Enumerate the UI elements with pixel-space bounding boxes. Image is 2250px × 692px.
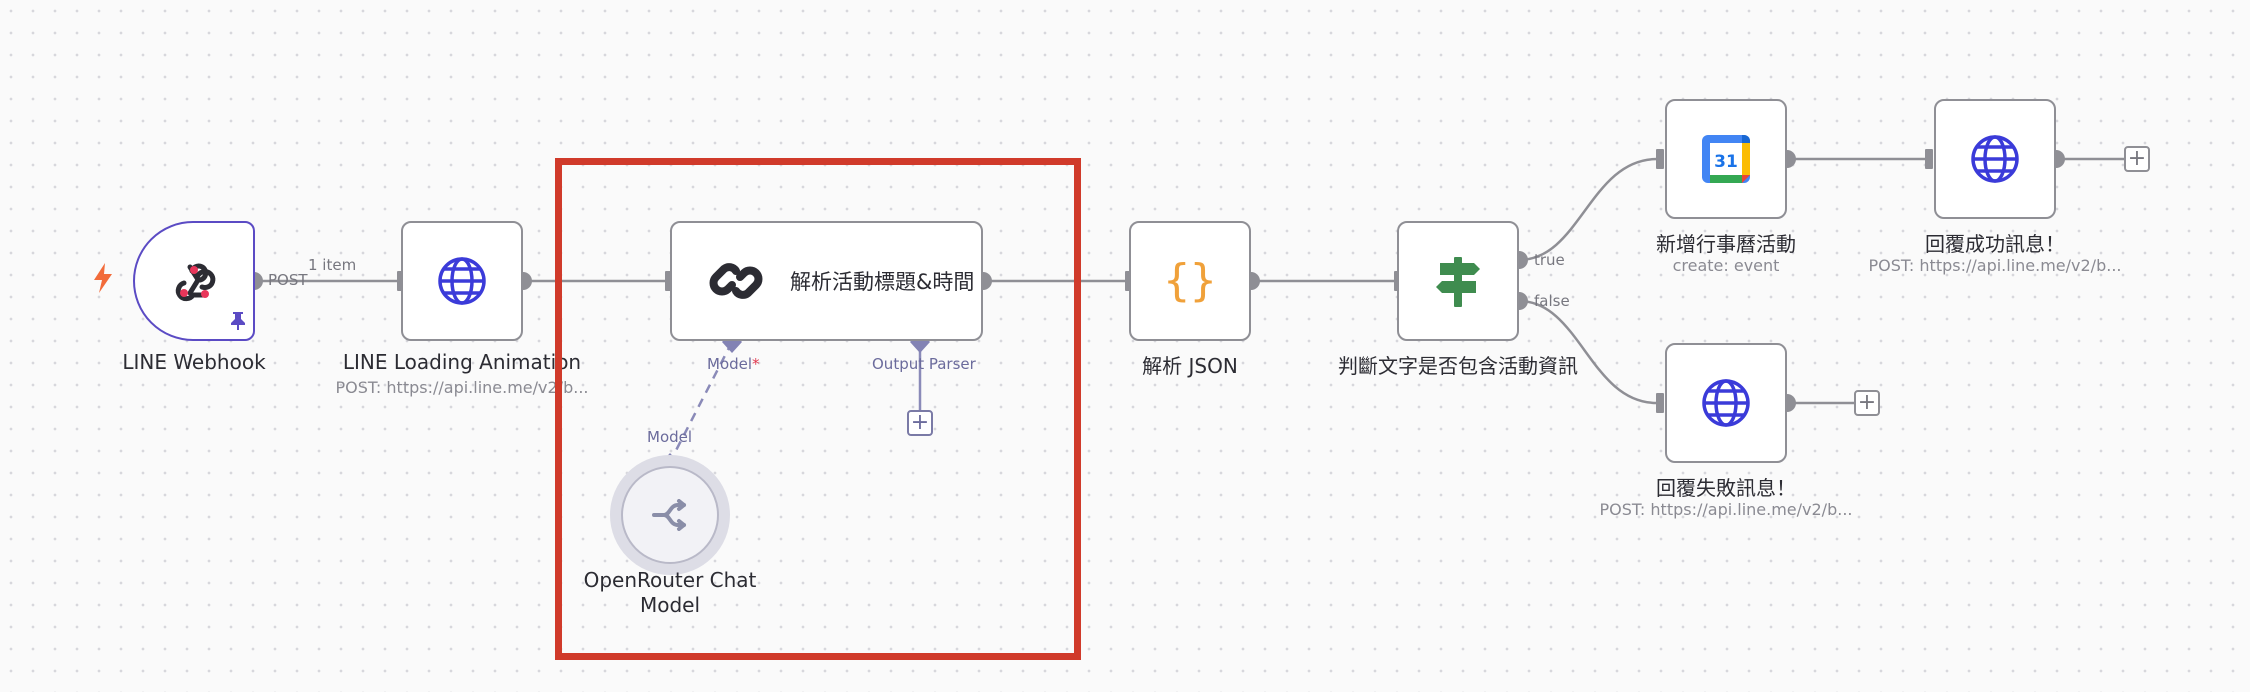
items-count-label: 1 item (308, 256, 357, 274)
curly-braces-icon: {} (1164, 255, 1217, 306)
google-calendar-icon: 31 (1702, 135, 1750, 183)
node-google-calendar[interactable]: 31 (1665, 99, 1787, 219)
node-title-line-loading: LINE Loading Animation (342, 350, 582, 374)
add-node-after-fail-button[interactable]: + (1854, 390, 1880, 416)
model-port-text: Model (707, 355, 753, 373)
node-title-openrouter-line2: Model (639, 593, 701, 617)
if-false-port-label: false (1534, 292, 1570, 310)
openrouter-icon-wrap (621, 466, 719, 564)
connection-if-false-fail[interactable] (1518, 299, 1658, 405)
node-title-line-webhook: LINE Webhook (122, 350, 266, 374)
node-subtitle-calendar: create: event (1672, 256, 1780, 275)
node-title-openrouter-line1: OpenRouter Chat (583, 568, 757, 592)
node-reply-success[interactable] (1934, 99, 2056, 219)
node-line-webhook[interactable] (133, 221, 255, 341)
lightning-bolt-icon (92, 262, 114, 302)
openrouter-icon (652, 499, 686, 531)
node-title-reply-fail: 回覆失敗訊息！ (1656, 476, 1796, 500)
node-subtitle-reply-success: POST: https://api.line.me/v2/b... (1868, 256, 2122, 275)
webhook-icon (175, 263, 216, 302)
model-port-label: Model* (707, 355, 760, 373)
node-openrouter-chat-model[interactable] (610, 455, 730, 575)
node-reply-fail[interactable] (1665, 343, 1787, 463)
globe-icon (1971, 135, 2019, 183)
node-title-parse-json: 解析 JSON (1142, 354, 1238, 378)
input-handle-calendar[interactable] (1656, 149, 1664, 169)
node-title-if: 判斷文字是否包含活動資訊 (1338, 354, 1578, 378)
node-if-condition[interactable] (1397, 221, 1519, 341)
node-subtitle-reply-fail: POST: https://api.line.me/v2/b... (1599, 500, 1853, 519)
node-line-loading-animation[interactable] (401, 221, 523, 341)
node-basic-llm-chain[interactable]: 解析活動標題&時間 (670, 221, 983, 341)
calendar-day-number: 31 (1714, 152, 1738, 172)
node-title-reply-success: 回覆成功訊息！ (1925, 232, 2065, 256)
node-title-calendar: 新增行事曆活動 (1656, 232, 1796, 256)
pin-icon (229, 311, 247, 335)
input-handle-success[interactable] (1925, 149, 1933, 169)
chain-link-icon (709, 263, 763, 299)
node-parse-json[interactable]: {} (1129, 221, 1251, 341)
node-title-llm-chain: 解析活動標題&時間 (790, 270, 975, 294)
webhook-port-label: POST (268, 271, 308, 289)
node-subtitle-line-loading: POST: https://api.line.me/v2/b... (335, 378, 589, 397)
output-parser-port-label: Output Parser (872, 355, 976, 373)
openrouter-port-label: Model (647, 428, 693, 446)
globe-icon (1702, 379, 1750, 427)
add-node-after-success-button[interactable]: + (2124, 146, 2150, 172)
svg-text:{}: {} (1164, 255, 1217, 306)
connection-if-true-calendar[interactable] (1518, 157, 1658, 262)
required-marker: * (752, 355, 760, 373)
connection-model-dashed[interactable] (668, 341, 734, 463)
if-true-port-label: true (1534, 251, 1565, 269)
signpost-icon (1436, 257, 1480, 307)
add-output-parser-button[interactable]: + (907, 410, 933, 436)
input-handle-fail[interactable] (1656, 393, 1664, 413)
globe-icon (438, 257, 486, 305)
